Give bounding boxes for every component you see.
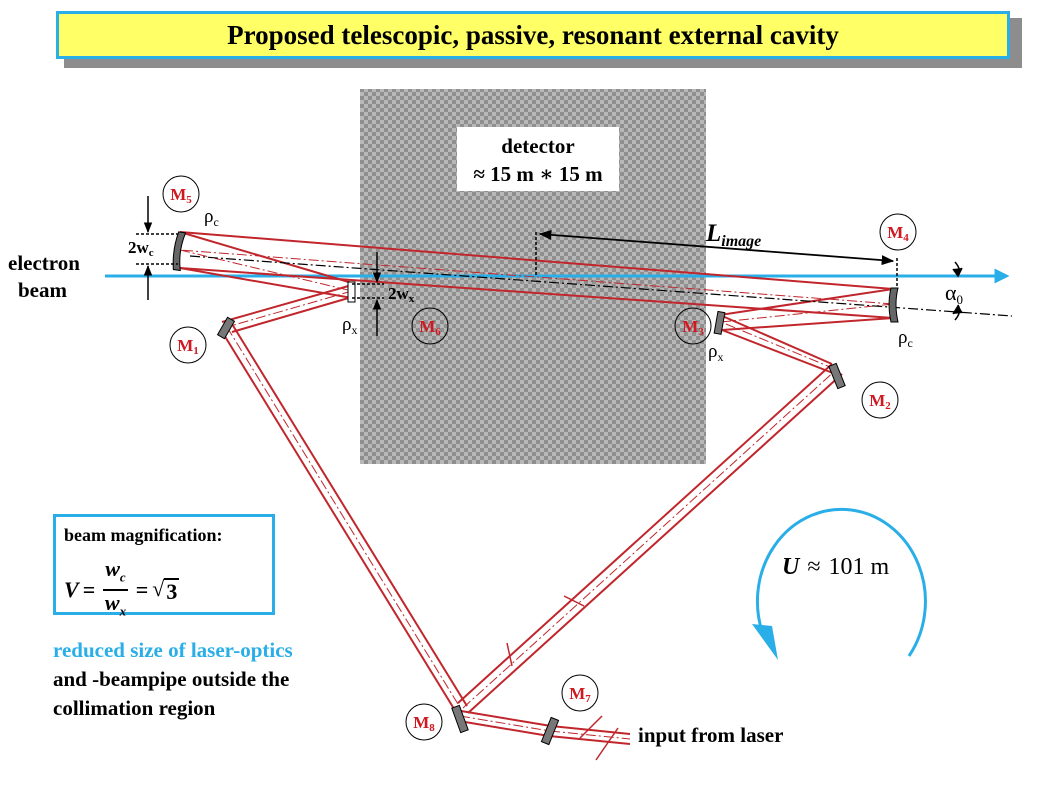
mirror-m4-shape xyxy=(888,287,899,323)
magnification-box: beam magnification: V = wc wx = √3 xyxy=(53,514,275,619)
svg-text:M7: M7 xyxy=(569,684,591,705)
mirror-label-m6: M6 xyxy=(411,307,449,345)
laser-beam-centerlines xyxy=(179,249,894,740)
mirror-m6-shape xyxy=(347,281,356,303)
formula-denominator: wx xyxy=(104,590,127,619)
formula-equals-1: = xyxy=(82,577,96,603)
input-from-laser-label: input from laser xyxy=(638,723,783,747)
magnification-formula: V = wc wx = √3 xyxy=(64,557,180,624)
mirror-m8-shape xyxy=(451,704,469,734)
alpha-label: α0 xyxy=(945,280,963,307)
formula-equals-2: = xyxy=(135,577,149,603)
rho-c-label-m4: ρc xyxy=(898,327,913,350)
mirror-m5-shape xyxy=(172,231,187,272)
note-line-1: reduced size of laser-optics xyxy=(53,638,293,662)
magnification-caption: beam magnification: xyxy=(64,525,223,545)
svg-text:M3: M3 xyxy=(682,317,704,338)
laser-beam-paths xyxy=(179,231,894,745)
detector-size: ≈ 15 m ∗ 15 m xyxy=(473,162,603,186)
mirror-label-m4: M4 xyxy=(879,213,917,251)
svg-text:M2: M2 xyxy=(869,391,891,412)
detector-label: detector xyxy=(501,134,574,158)
formula-fraction: wc wx xyxy=(103,557,128,624)
mirror-m2-shape xyxy=(828,362,846,390)
note-line-3: collimation region xyxy=(53,696,216,720)
rho-x-label-m3: ρx xyxy=(708,341,723,364)
svg-text:M8: M8 xyxy=(413,713,435,734)
svg-text:M5: M5 xyxy=(170,185,192,206)
note-line-2: and -beampipe outside the xyxy=(53,667,290,691)
mirror-label-m7: M7 xyxy=(561,674,599,712)
notes-block: reduced size of laser-optics and -beampi… xyxy=(53,636,293,723)
l-image-label: Limage xyxy=(705,220,761,250)
waist-c-dimension xyxy=(136,196,178,300)
mirror-label-m5: M5 xyxy=(162,175,200,213)
page-title: Proposed telescopic, passive, resonant e… xyxy=(227,19,839,50)
svg-text:M1: M1 xyxy=(177,336,199,357)
l-image-dimension xyxy=(535,229,898,288)
formula-lhs: V xyxy=(64,577,79,603)
mirror-label-m1: M1 xyxy=(169,326,207,364)
mirror-m1-shape xyxy=(216,316,236,340)
electron-beam-label-line2: beam xyxy=(18,278,68,302)
mirror-m3-shape xyxy=(713,310,726,335)
electron-beam-label-line1: electron xyxy=(8,251,80,275)
alpha-angle-marks xyxy=(952,261,963,321)
detector-label-box xyxy=(457,127,619,191)
waist-c-label-bg xyxy=(126,236,168,258)
rho-x-label-m6: ρx xyxy=(342,314,357,337)
mirror-m7-shape xyxy=(540,716,560,746)
formula-sqrt: √3 xyxy=(152,576,180,605)
circumference-label: U≈101 m xyxy=(782,554,890,580)
mirror-label-m8: M8 xyxy=(405,703,443,741)
waist-x-label: 2wx xyxy=(388,284,415,305)
waist-x-dimension xyxy=(352,252,384,336)
mirror-label-m2: M2 xyxy=(861,381,899,419)
circulation-arrow xyxy=(752,507,927,660)
svg-text:M6: M6 xyxy=(419,317,441,338)
title-banner: Proposed telescopic, passive, resonant e… xyxy=(56,11,1010,59)
optical-axis xyxy=(189,255,1013,317)
formula-numerator: wc xyxy=(103,557,128,592)
mirror-label-m3: M3 xyxy=(674,307,712,345)
rho-c-label-m5: ρc xyxy=(204,206,219,229)
beam-tick-marks xyxy=(506,595,619,761)
waist-c-label: 2wc xyxy=(128,238,154,259)
